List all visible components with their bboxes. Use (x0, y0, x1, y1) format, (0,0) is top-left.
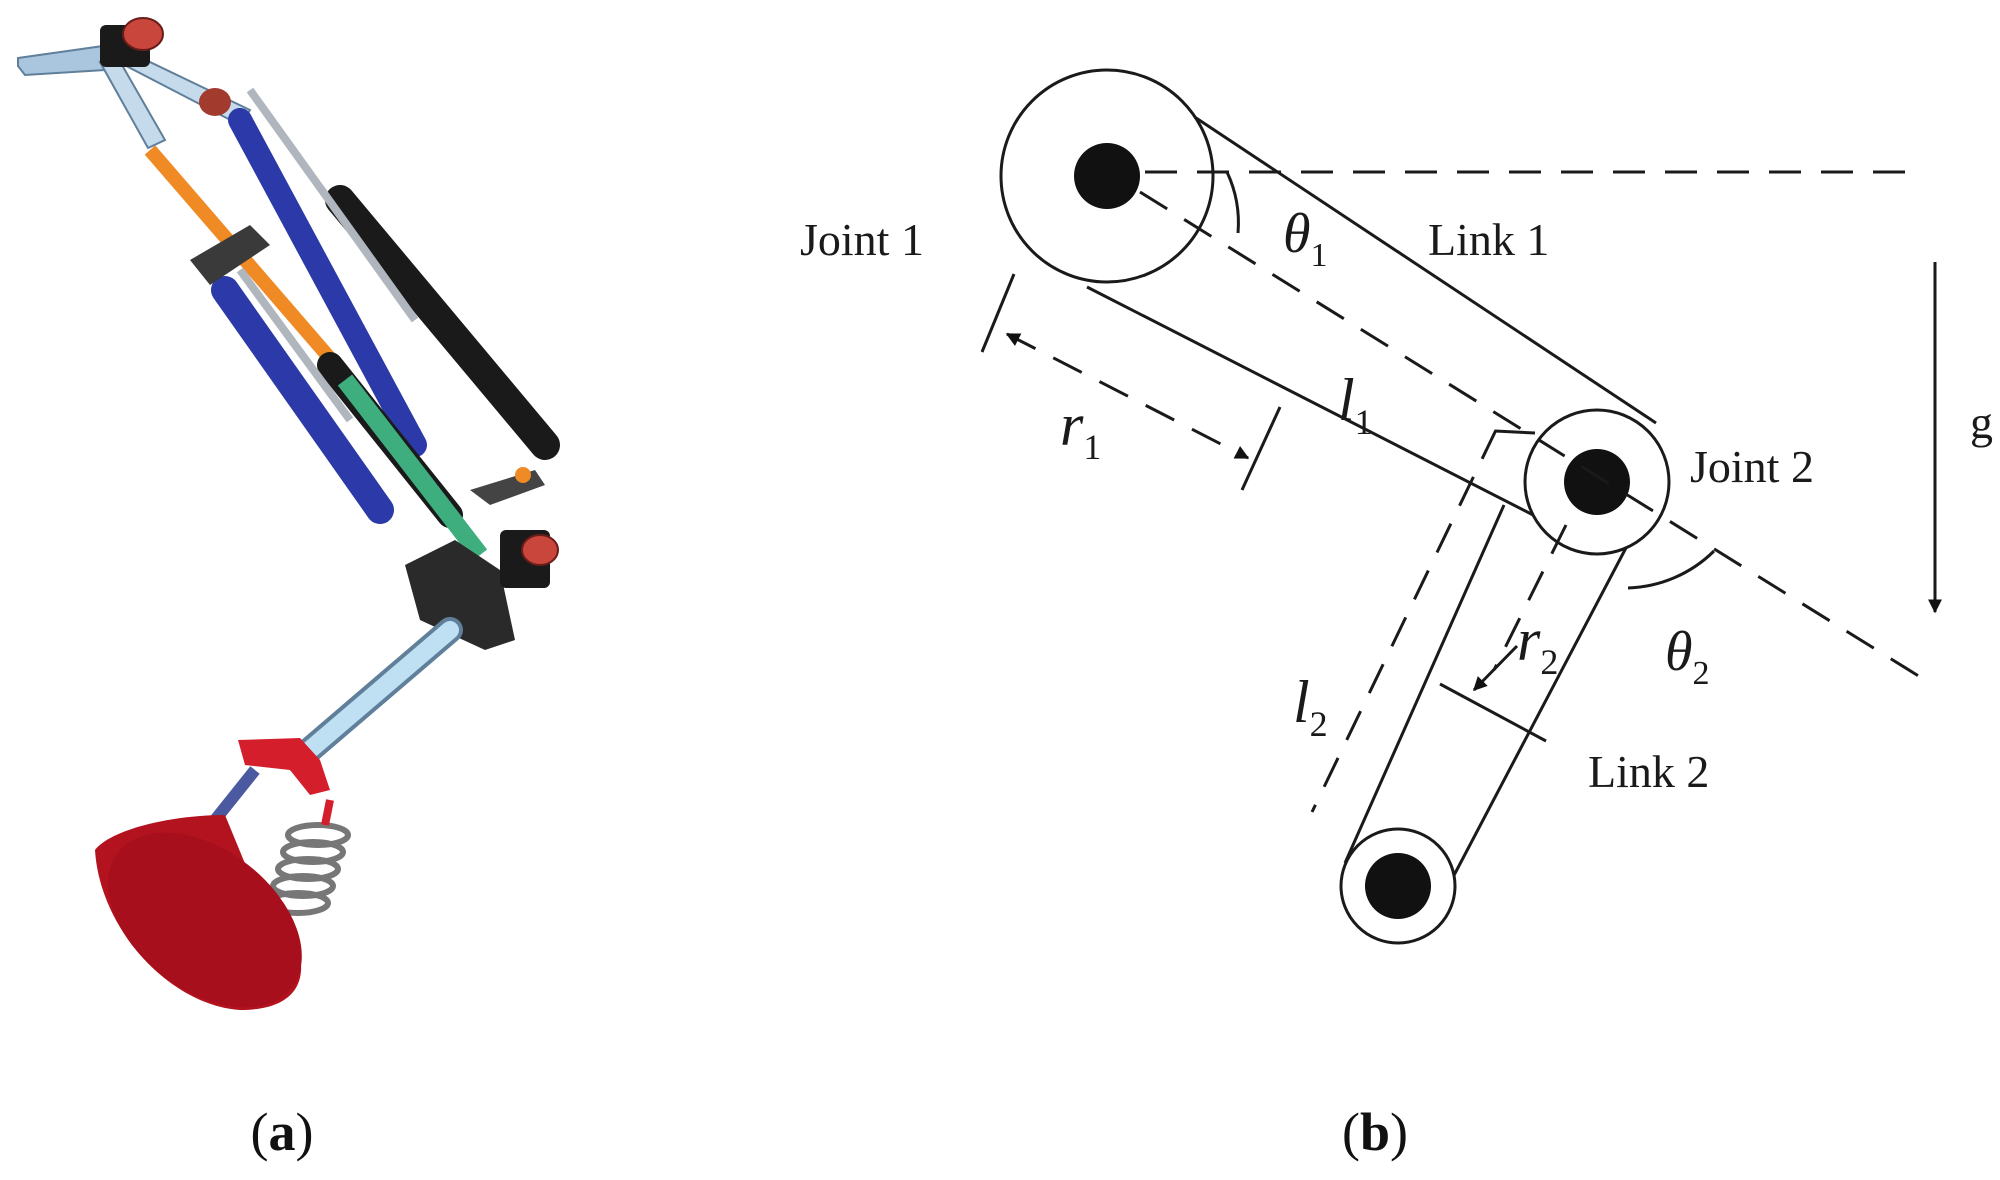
knee-housing (405, 540, 515, 650)
upper-actuator-joint (199, 88, 231, 116)
black-cylinder (325, 185, 560, 460)
small-joint (515, 467, 531, 483)
l2-tick (1494, 429, 1536, 435)
r1-dimension-line (1005, 332, 1250, 460)
theta1-label: θ1 (1283, 203, 1328, 274)
panel-b-caption: (b) (1342, 1102, 1408, 1162)
joint1-label: Joint 1 (800, 214, 924, 265)
panel-a-caption: (a) (251, 1102, 314, 1162)
shank-tube-highlight (289, 621, 459, 769)
ankle-spring (265, 822, 351, 916)
link2-centerline (1492, 524, 1568, 671)
joint2-label: Joint 2 (1690, 441, 1814, 492)
l2-label: l2 (1293, 669, 1328, 744)
r2-perpendicular-line (1439, 682, 1547, 743)
spring-rod (321, 799, 334, 826)
ankle-shaft (210, 766, 260, 824)
knee-linkage (470, 470, 545, 505)
theta1-arc (1225, 171, 1240, 234)
link2-right-edge (1449, 524, 1640, 882)
r2-arrow (1472, 644, 1519, 692)
link2-label: Link 2 (1588, 746, 1709, 797)
r1-extension-left (980, 273, 1016, 353)
blue-cylinder (228, 108, 427, 457)
mid-bracket (190, 225, 270, 285)
r2-label: r2 (1517, 607, 1558, 682)
hip-motor-cap (122, 17, 164, 51)
green-rod (337, 374, 488, 561)
link1-label: Link 1 (1428, 214, 1549, 265)
theta2-label: θ2 (1665, 621, 1710, 692)
link2-offset-line (1310, 429, 1498, 813)
ankle-clamp (238, 738, 330, 795)
r1-extension-right (1240, 406, 1282, 491)
foot-sole (108, 832, 302, 1008)
link2-left-edge (1343, 504, 1506, 864)
blue-cylinder (211, 276, 394, 524)
guide-rail (246, 87, 419, 323)
two-link-diagram (980, 68, 1942, 945)
joint1-pin (1074, 143, 1140, 209)
joint2-pin (1564, 449, 1630, 515)
link1-top-edge (1174, 102, 1657, 425)
exoskeleton-illustration (17, 17, 560, 1010)
end-pin (1365, 853, 1431, 919)
theta2-arc (1627, 549, 1716, 590)
r1-label: r1 (1060, 392, 1101, 467)
l1-label: l1 (1338, 367, 1373, 442)
knee-motor-cap (521, 534, 559, 566)
gravity-label: g (1970, 397, 1993, 448)
link1-bottom-edge (1086, 285, 1542, 521)
guide-rail (236, 267, 354, 423)
